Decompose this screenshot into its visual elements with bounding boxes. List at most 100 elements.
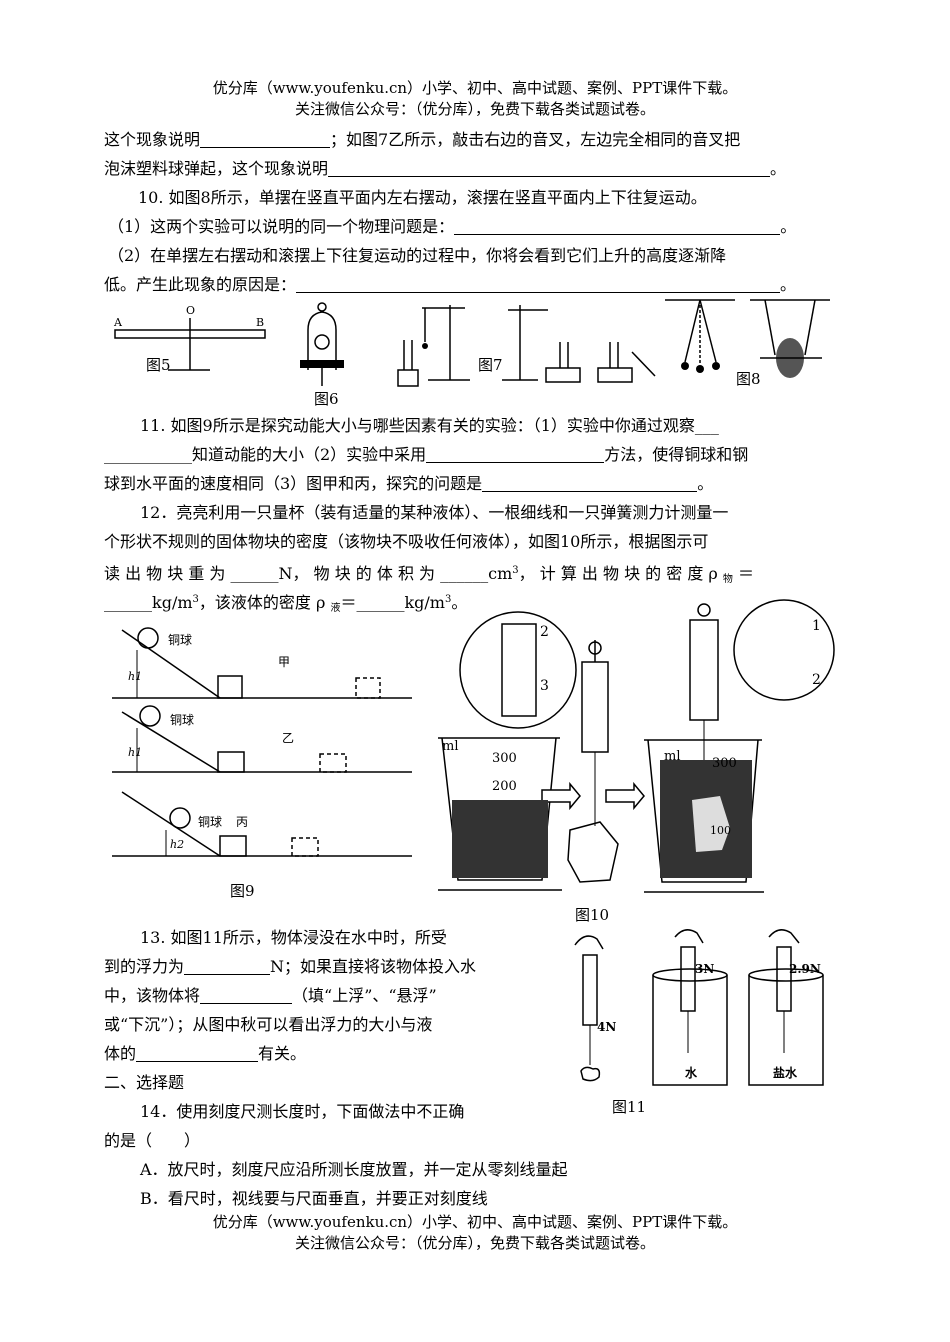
superscript: 3 [192, 594, 199, 605]
volume-200: 200 [492, 779, 517, 794]
label-jia: 甲 [278, 655, 290, 669]
section-title: 二、选择题 [104, 1073, 185, 1092]
label-o: O [186, 304, 195, 317]
q13-text: 中，该物体将 [104, 986, 201, 1005]
q12-line-3: 读 出 物 块 重 为 ______N， 物 块 的 体 积 为 ______c… [104, 559, 849, 592]
q12-text: ， 计 算 出 物 块 的 密 度 ρ [518, 564, 723, 583]
q10-line-2: （1）这两个实验可以说明的同一个物理问题是： 。 [108, 215, 853, 239]
q13-text: 有关。 [258, 1044, 307, 1063]
q10-text: （1）这两个实验可以说明的同一个物理问题是： [108, 217, 455, 236]
q13-line-1: 13. 如图11所示，物体浸没在水中时，所受 [140, 928, 447, 947]
figure-row-1: A B O [113, 299, 830, 387]
q9-text: ；如图7乙所示，敲击右边的音叉，左边完全相同的音叉把 [330, 130, 741, 149]
fig7-caption: 图7 [478, 356, 503, 374]
answer-blank[interactable] [184, 956, 271, 975]
q14-line-2: 的是（ ） [104, 1131, 201, 1150]
page-header: 优分库（www.youfenku.cn）小学、初中、高中试题、案例、PPT课件下… [0, 78, 950, 120]
label-b: B [256, 316, 264, 329]
reading-4n: 4N [597, 1020, 616, 1034]
answer-blank[interactable] [200, 985, 293, 1004]
footer-line-1: 优分库（www.youfenku.cn）小学、初中、高中试题、案例、PPT课件下… [212, 1213, 738, 1231]
fig10-caption: 图10 [575, 906, 610, 924]
q9-text: 泡沫塑料球弹起，这个现象说明 [104, 159, 329, 178]
answer-blank[interactable] [482, 473, 698, 492]
q13-line-4: 或“下沉”）；从图中秋可以看出浮力的大小与液 [104, 1015, 433, 1034]
q10-text: 低。产生此现象的原因是： [104, 275, 297, 294]
header-line-1: 优分库（www.youfenku.cn）小学、初中、高中试题、案例、PPT课件下… [212, 79, 738, 97]
header-line-2: 关注微信公众号：（优分库），免费下载各类试题试卷。 [294, 100, 655, 118]
q14-line-1: 14．使用刻度尺测长度时，下面做法中不正确 [140, 1102, 465, 1121]
height-label: h1 [128, 746, 142, 759]
fig9-caption: 图9 [230, 882, 255, 900]
q11-text: 方法，使得铜球和钢 [604, 445, 749, 464]
q11-line-2: ___________知道动能的大小（2）实验中采用 方法，使得铜球和钢 [104, 443, 849, 467]
height-label: h2 [170, 838, 184, 851]
label-a: A [113, 316, 123, 329]
q12-line-4: ______kg/m3，该液体的密度 ρ 液＝______kg/m3。 [104, 588, 849, 621]
volume-300b: 300 [712, 756, 737, 771]
q9-text: 。 [770, 159, 787, 178]
q13-text: 体的 [104, 1044, 137, 1063]
reading-3n: 3N [695, 962, 714, 976]
ball-label: 铜球 [170, 712, 194, 727]
q13-text: N；如果直接将该物体投入水 [270, 957, 477, 976]
q12-text: 。 [451, 593, 468, 612]
answer-blank[interactable] [296, 274, 781, 293]
q12-text: ＝ [732, 564, 755, 583]
q13-text: （填“上浮”、“悬浮” [292, 986, 437, 1005]
volume-100: 100 [710, 824, 731, 837]
scale-mark-2: 2 [540, 624, 549, 640]
answer-blank[interactable] [426, 444, 605, 463]
q12-line-1: 12．亮亮利用一只量杯（装有适量的某种液体）、一根细线和一只弹簧测力计测量一 [140, 503, 729, 522]
q10-text: 。 [780, 275, 797, 294]
fig11-buoyancy: 4N 3N 2.9N 水 盐水 [574, 929, 824, 1086]
q12-text: ＝______kg/m [340, 593, 445, 612]
q9-line-2: 泡沫塑料球弹起，这个现象说明 。 [104, 157, 849, 181]
q12-text: 读 出 物 块 重 为 ______N， 物 块 的 体 积 为 ______c… [104, 564, 513, 583]
fig9-ramps: 铜球 铜球 铜球 甲 乙 丙 h1 h1 h2 [112, 627, 412, 857]
q11-text: 。 [697, 474, 714, 493]
q10-line-3: （2）在单摆左右摆动和滚摆上下往复运动的过程中，你将会看到它们上升的高度逐渐降 [108, 246, 727, 265]
pendulum-figure [665, 299, 830, 378]
superscript: 3 [512, 565, 519, 576]
q12-line-2: 个形状不规则的固体物块的密度（该物块不吸收任何液体），如图10所示，根据图示可 [104, 532, 709, 551]
answer-blank[interactable] [328, 158, 771, 177]
superscript: 3 [444, 594, 452, 605]
q11-text: ___________知道动能的大小（2）实验中采用 [104, 445, 427, 464]
fig5-caption: 图5 [146, 356, 171, 374]
scale-mark-3: 3 [540, 678, 549, 694]
q12-text: ，该液体的密度 ρ [198, 593, 331, 612]
answer-blank[interactable] [200, 129, 331, 148]
q13-line-3: 中，该物体将 （填“上浮”、“悬浮” [104, 984, 849, 1008]
q9-text: 这个现象说明 [104, 130, 201, 149]
fig6-caption: 图6 [314, 390, 339, 408]
tuning-fork-figure [397, 305, 656, 387]
q13-line-5: 体的 有关。 [104, 1042, 849, 1066]
q10-text: 。 [780, 217, 797, 236]
ball-label: 铜球 [198, 814, 222, 829]
q9-line-1: 这个现象说明 ；如图7乙所示，敲击右边的音叉，左边完全相同的音叉把 [104, 128, 849, 152]
q14-option-a[interactable]: A．放尺时，刻度尺应沿所测长度放置，并一定从零刻线量起 [140, 1160, 568, 1179]
q11-text: 球到水平面的速度相同（3）图甲和丙，探究的问题是 [104, 474, 483, 493]
subscript: 物 [722, 574, 733, 585]
q10-line-1: 10. 如图8所示，单摆在竖直平面内左右摆动，滚摆在竖直平面内上下往复运动。 [138, 188, 707, 207]
subscript: 液 [330, 603, 341, 614]
q13-text: 到的浮力为 [104, 957, 185, 976]
footer-line-2: 关注微信公众号：（优分库），免费下载各类试题试卷。 [294, 1234, 655, 1252]
q11-line-3: 球到水平面的速度相同（3）图甲和丙，探究的问题是 。 [104, 472, 849, 496]
q14-option-b[interactable]: B．看尺时，视线要与尺面垂直，并要正对刻度线 [140, 1189, 488, 1208]
fig8-caption: 图8 [736, 370, 761, 388]
answer-blank[interactable] [136, 1043, 259, 1062]
label-salt-water: 盐水 [773, 1065, 798, 1080]
bell-jar-figure [300, 302, 344, 386]
scale-mark-2b: 2 [812, 672, 821, 688]
reading-2-9n: 2.9N [789, 962, 821, 976]
answer-blank[interactable] [454, 216, 781, 235]
unit-label: ml [442, 739, 459, 754]
q10-line-4: 低。产生此现象的原因是： 。 [104, 273, 849, 297]
fig10-density-setup: ml 300 200 ml 300 100 2 3 1 2 [438, 599, 835, 893]
ball-label: 铜球 [168, 632, 192, 647]
unit-label-2: ml [664, 749, 681, 764]
volume-300: 300 [492, 751, 517, 766]
q13-line-2: 到的浮力为 N；如果直接将该物体投入水 [104, 955, 849, 979]
